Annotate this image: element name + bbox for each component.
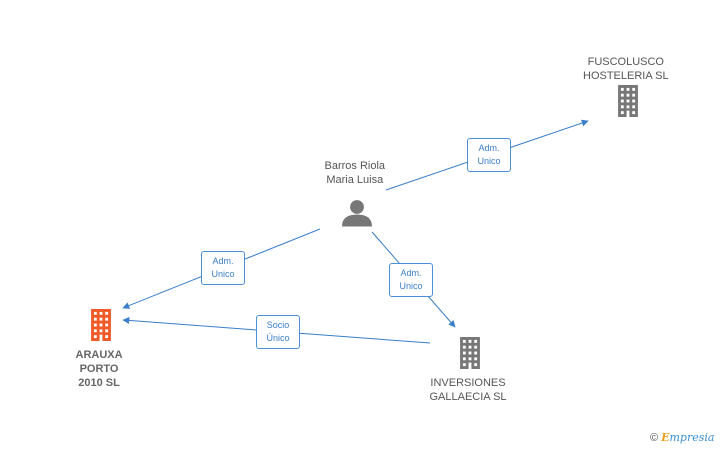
building-icon[interactable] [618,85,638,117]
edge-label-barros-to-arauxa[interactable]: Adm. Unico [201,251,245,285]
empresia-logo: ©Empresia [650,431,714,444]
edge-label-inversiones-to-arauxa[interactable]: Socio Único [256,315,300,349]
edge-label-barros-to-inversiones[interactable]: Adm. Unico [389,263,433,297]
building-icon[interactable] [460,337,480,369]
edge-label-barros-to-fuscolusco[interactable]: Adm. Unico [467,138,511,172]
logo-initial: E [661,431,670,444]
logo-text: mpresia [669,431,715,444]
building-icon[interactable] [91,309,111,341]
node-label-arauxa[interactable]: ARAUXA PORTO 2010 SL [75,349,123,389]
node-label-inversiones[interactable]: INVERSIONES GALLAECIA SL [429,377,507,403]
copyright-symbol: © [650,432,659,444]
node-label-barros[interactable]: Barros Riola Maria Luisa [324,160,386,186]
person-icon[interactable] [342,200,372,227]
node-label-fuscolusco[interactable]: FUSCOLUSCO HOSTELERIA SL [583,56,669,82]
